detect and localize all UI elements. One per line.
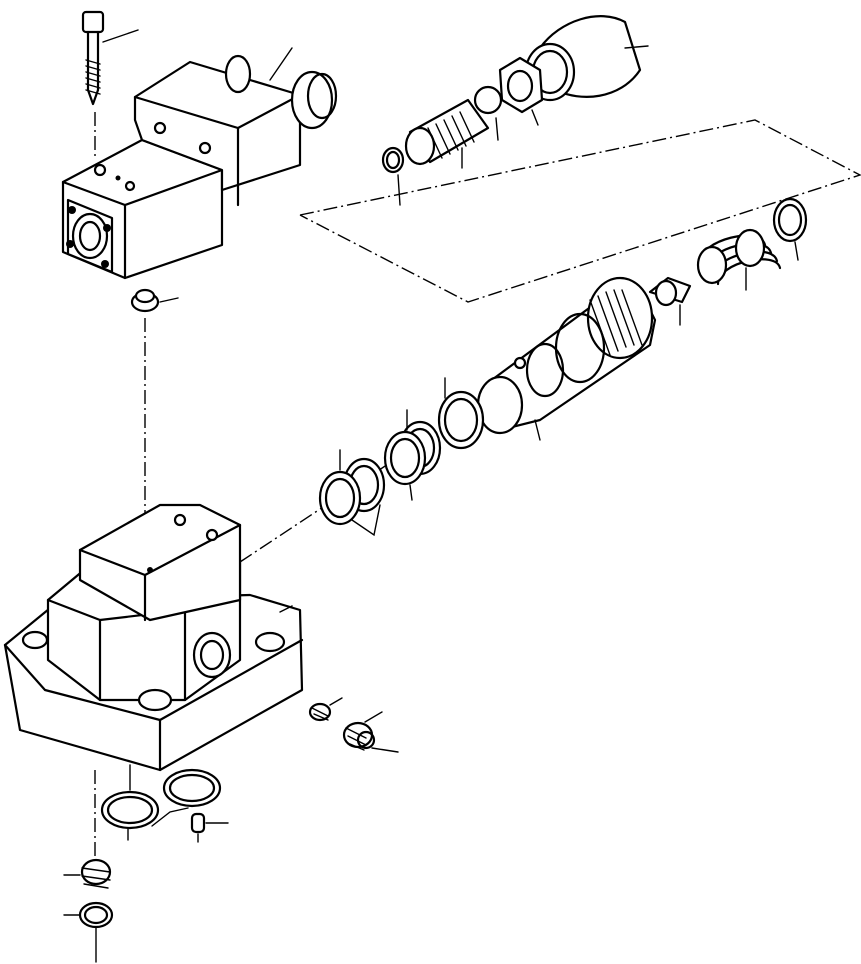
dowel-pin [190, 812, 229, 843]
plugs [308, 697, 399, 753]
orifice-plug [130, 288, 179, 313]
valve-body [3, 503, 304, 772]
solenoid-valve [61, 47, 338, 280]
large-o-ring [437, 377, 485, 450]
body-o-rings [100, 764, 222, 841]
o-ring [772, 197, 808, 261]
bottom-o-ring [63, 901, 114, 963]
valve-cartridge [476, 276, 657, 441]
cap-nut [524, 15, 649, 102]
spring [696, 228, 782, 291]
seal-rings [383, 409, 442, 501]
poppet [648, 276, 692, 326]
adjusting-screw [404, 85, 503, 169]
small-o-ring [381, 146, 405, 206]
bottom-plug [63, 770, 112, 889]
lock-nut [498, 56, 544, 126]
backup-rings [318, 449, 386, 537]
socket-head-bolt [81, 10, 139, 106]
